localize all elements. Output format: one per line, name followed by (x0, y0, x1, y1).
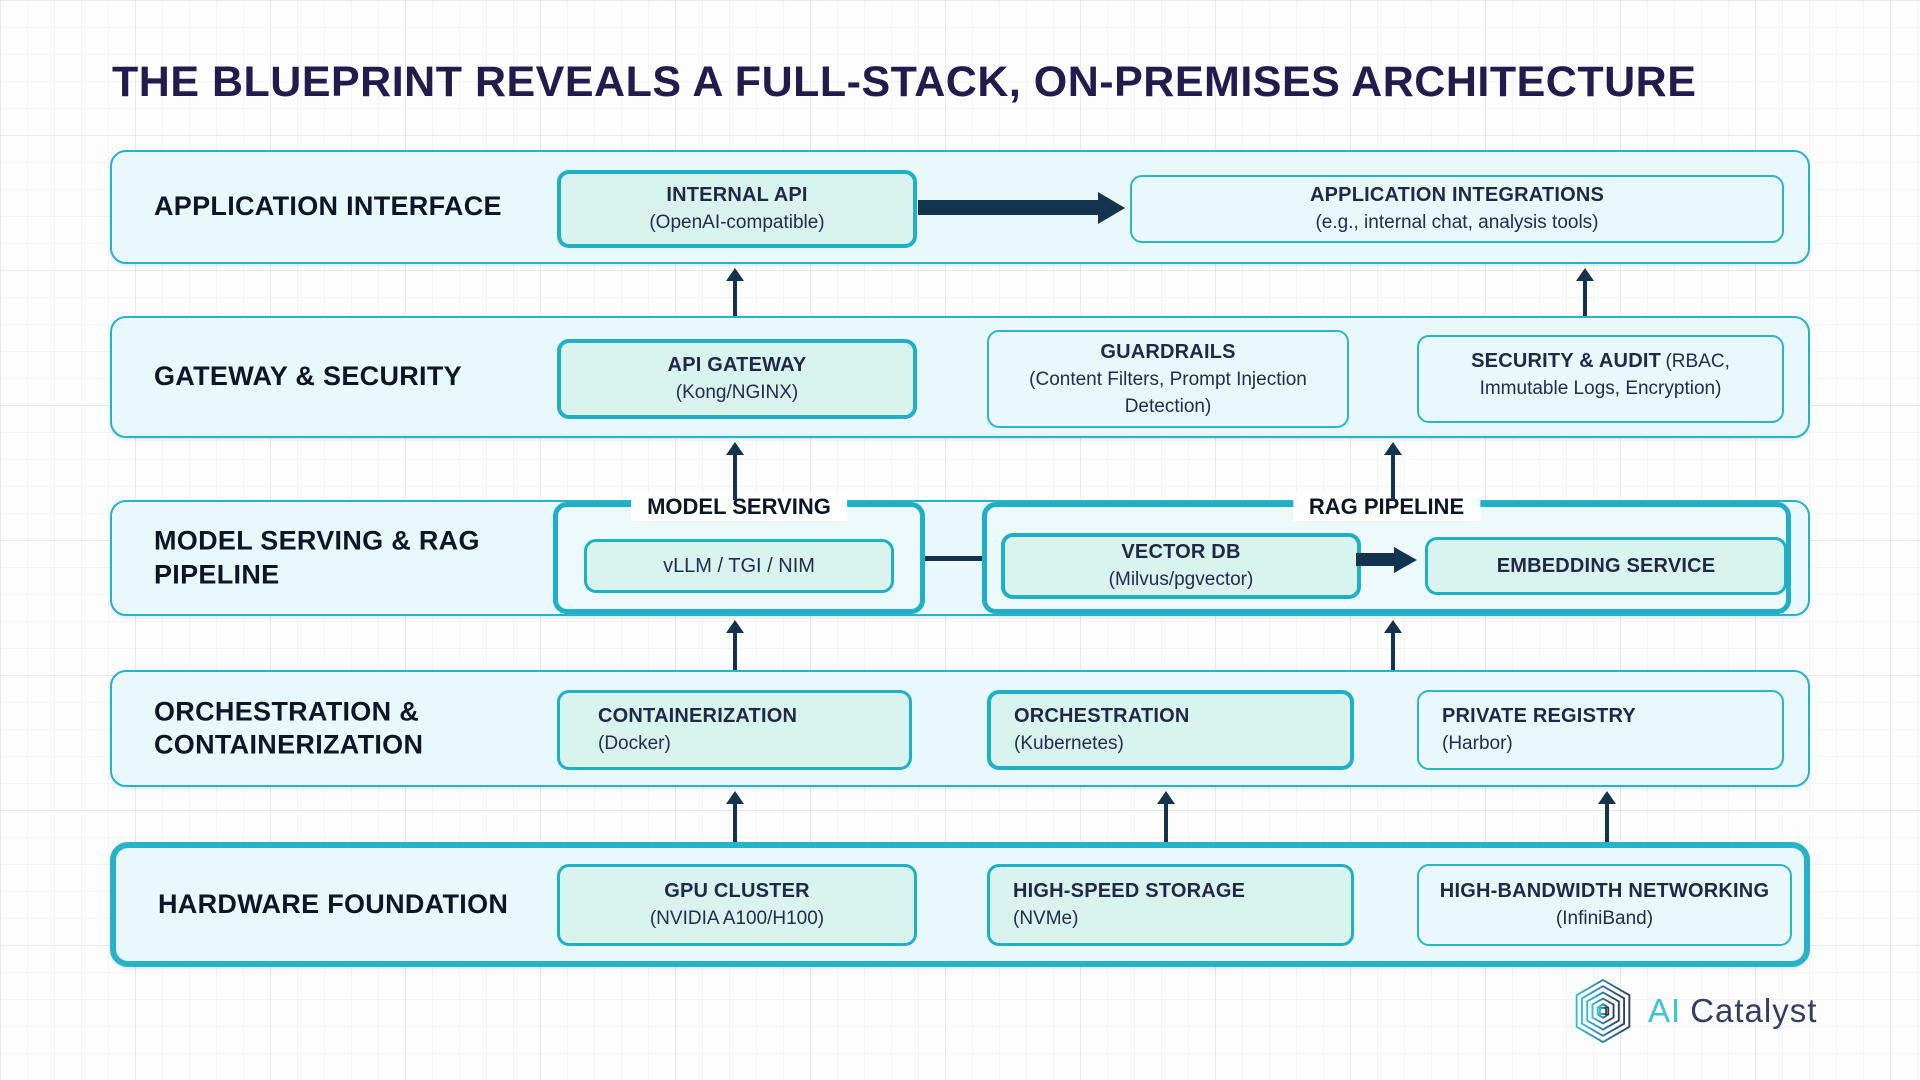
node-subtitle: (NVMe) (1013, 908, 1079, 930)
node-title: CONTAINERIZATION (598, 705, 798, 728)
node-high-bandwidth-networking: HIGH-BANDWIDTH NETWORKING (InfiniBand) (1417, 864, 1792, 946)
node-subtitle: (Harbor) (1442, 733, 1513, 755)
node-internal-api: INTERNAL API (OpenAI-compatible) (557, 170, 917, 248)
group-label: MODEL SERVING (631, 493, 847, 521)
node-title: vLLM / TGI / NIM (663, 555, 815, 577)
node-title: API GATEWAY (667, 354, 807, 377)
node-guardrails: GUARDRAILS (Content Filters, Prompt Inje… (987, 330, 1349, 428)
layer-hardware-foundation: HARDWARE FOUNDATION GPU CLUSTER (NVIDIA … (110, 842, 1810, 967)
node-subtitle: (InfiniBand) (1555, 908, 1654, 930)
arrow-right-vector-db-to-embedding (1356, 553, 1394, 566)
node-subtitle: (Kong/NGINX) (675, 382, 799, 404)
node-subtitle: (RBAC, Immutable Logs, Encryption) (1479, 351, 1730, 399)
node-title: GPU CLUSTER (664, 880, 810, 903)
layer-label: GATEWAY & SECURITY (154, 361, 462, 392)
node-application-integrations: APPLICATION INTEGRATIONS (e.g., internal… (1130, 175, 1784, 243)
group-model-serving: MODEL SERVING vLLM / TGI / NIM (553, 493, 925, 614)
arrow-up-rag-to-gateway-layer (1391, 454, 1395, 500)
node-title: EMBEDDING SERVICE (1496, 554, 1716, 577)
node-title: SECURITY & AUDIT (1471, 350, 1662, 372)
arrow-up-gpu-to-containerization (733, 803, 737, 842)
arrow-up-networking-to-registry (1605, 803, 1609, 842)
node-subtitle: (Milvus/pgvector) (1108, 569, 1254, 591)
layer-model-serving-rag: MODEL SERVING & RAG PIPELINE MODEL SERVI… (110, 493, 1810, 616)
arrow-right-internal-api-to-integrations (918, 200, 1098, 215)
arrow-up-model-serving-to-api-gateway (733, 454, 737, 500)
arrow-up-orchestration-to-rag (1391, 632, 1395, 670)
group-label: RAG PIPELINE (1292, 493, 1481, 521)
node-title: GUARDRAILS (1100, 340, 1236, 363)
node-title: VECTOR DB (1121, 541, 1241, 564)
node-subtitle: (e.g., internal chat, analysis tools) (1315, 212, 1599, 234)
hexagon-logo-icon (1575, 978, 1631, 1044)
node-orchestration: ORCHESTRATION (Kubernetes) (987, 690, 1354, 770)
node-subtitle: (NVIDIA A100/H100) (649, 908, 825, 930)
node-api-gateway: API GATEWAY (Kong/NGINX) (557, 339, 917, 419)
layer-label: MODEL SERVING & RAG PIPELINE (154, 525, 480, 589)
connector-model-serving-rag (925, 556, 982, 561)
layer-label: HARDWARE FOUNDATION (158, 888, 509, 919)
node-subtitle: (Content Filters, Prompt Injection Detec… (1029, 368, 1307, 417)
node-private-registry: PRIVATE REGISTRY (Harbor) (1417, 690, 1784, 770)
node-title: APPLICATION INTEGRATIONS (1309, 184, 1605, 207)
node-title: HIGH-SPEED STORAGE (1013, 880, 1246, 903)
node-embedding-service: EMBEDDING SERVICE (1425, 537, 1787, 595)
arrow-up-storage-to-orchestration (1164, 803, 1168, 842)
layer-label: ORCHESTRATION & CONTAINERIZATION (154, 695, 424, 760)
node-title: PRIVATE REGISTRY (1442, 705, 1636, 728)
layer-gateway-security: GATEWAY & SECURITY API GATEWAY (Kong/NGI… (110, 316, 1810, 438)
node-security-audit: SECURITY & AUDIT (RBAC, Immutable Logs, … (1417, 335, 1784, 423)
node-containerization: CONTAINERIZATION (Docker) (557, 690, 912, 770)
node-subtitle: (Docker) (598, 733, 671, 755)
node-title: INTERNAL API (666, 184, 808, 207)
node-gpu-cluster: GPU CLUSTER (NVIDIA A100/H100) (557, 864, 917, 946)
brand-name-secondary: Catalyst (1690, 992, 1818, 1029)
node-vllm-tgi-nim: vLLM / TGI / NIM (584, 539, 894, 593)
arrow-up-containerization-to-model-serving (733, 632, 737, 670)
layer-orchestration-containerization: ORCHESTRATION & CONTAINERIZATION CONTAIN… (110, 670, 1810, 787)
layer-label: APPLICATION INTERFACE (154, 191, 502, 222)
node-title: HIGH-BANDWIDTH NETWORKING (1439, 880, 1770, 903)
node-subtitle: (Kubernetes) (1014, 733, 1124, 755)
node-vector-db: VECTOR DB (Milvus/pgvector) (1001, 533, 1361, 599)
arrow-up-api-gateway-to-internal-api (733, 280, 737, 316)
arrow-up-security-to-integrations (1583, 280, 1587, 316)
brand-name-primary: AI (1648, 992, 1682, 1029)
node-subtitle: (OpenAI-compatible) (649, 212, 825, 234)
layer-application-interface: APPLICATION INTERFACE INTERNAL API (Open… (110, 150, 1810, 264)
node-title: ORCHESTRATION (1014, 705, 1190, 728)
node-high-speed-storage: HIGH-SPEED STORAGE (NVMe) (987, 864, 1354, 946)
page-title: THE BLUEPRINT REVEALS A FULL-STACK, ON-P… (112, 58, 1697, 106)
